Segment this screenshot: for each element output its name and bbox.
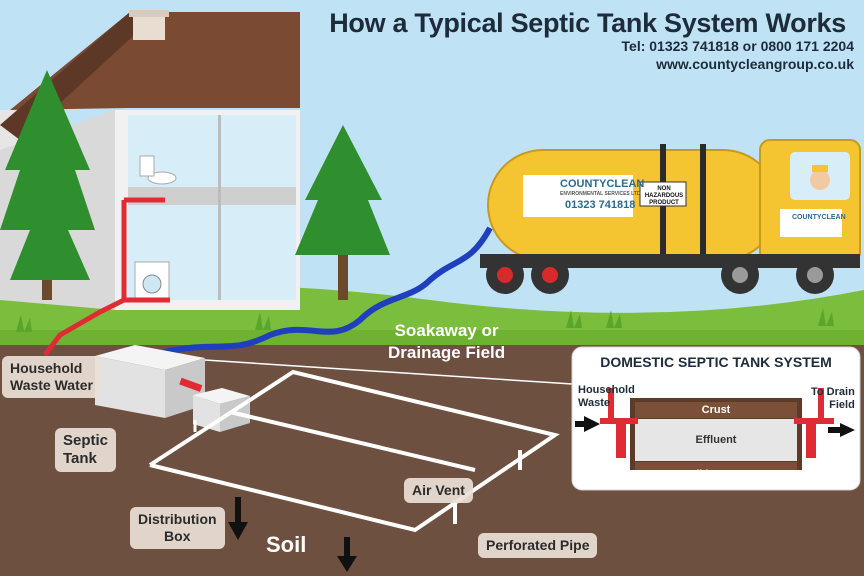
septic-tank (95, 345, 205, 418)
page-title: How a Typical Septic Tank System Works (329, 8, 846, 38)
layer-solid-label: Solid Sewage (683, 469, 749, 480)
truck-brand-subtitle: ENVIRONMENTAL SERVICES LTD (560, 191, 641, 197)
truck-brand-label: COUNTYCLEAN (560, 178, 645, 190)
distribution-box (193, 388, 250, 432)
inset-title: DOMESTIC SEPTIC TANK SYSTEM (600, 354, 832, 370)
soil-label: Soil (266, 532, 307, 557)
air-vent-label: Air Vent (404, 478, 473, 503)
inset-leader-line (204, 359, 573, 385)
perforated-pipe-network (148, 369, 560, 533)
tree-right (295, 125, 390, 300)
down-arrow-icon (337, 537, 357, 572)
layer-crust-label: Crust (701, 404, 731, 416)
inset-tank-diagram (575, 388, 855, 470)
grass-tufts (16, 308, 834, 332)
down-arrow-icon (228, 497, 248, 540)
contact-phone: Tel: 01323 741818 or 0800 171 2204 (621, 38, 854, 54)
tree-left (0, 70, 95, 300)
tanker-truck (480, 139, 861, 294)
cab-brand-label: COUNTYCLEAN (792, 214, 846, 221)
perforated-pipe-label: Perforated Pipe (478, 533, 598, 558)
suction-hose (164, 226, 493, 355)
truck-phone: 01323 741818 (565, 199, 636, 211)
contact-website: www.countycleangroup.co.uk (656, 56, 854, 72)
layer-effluent-label: Effluent (695, 434, 737, 446)
waste-pipe (43, 200, 127, 357)
